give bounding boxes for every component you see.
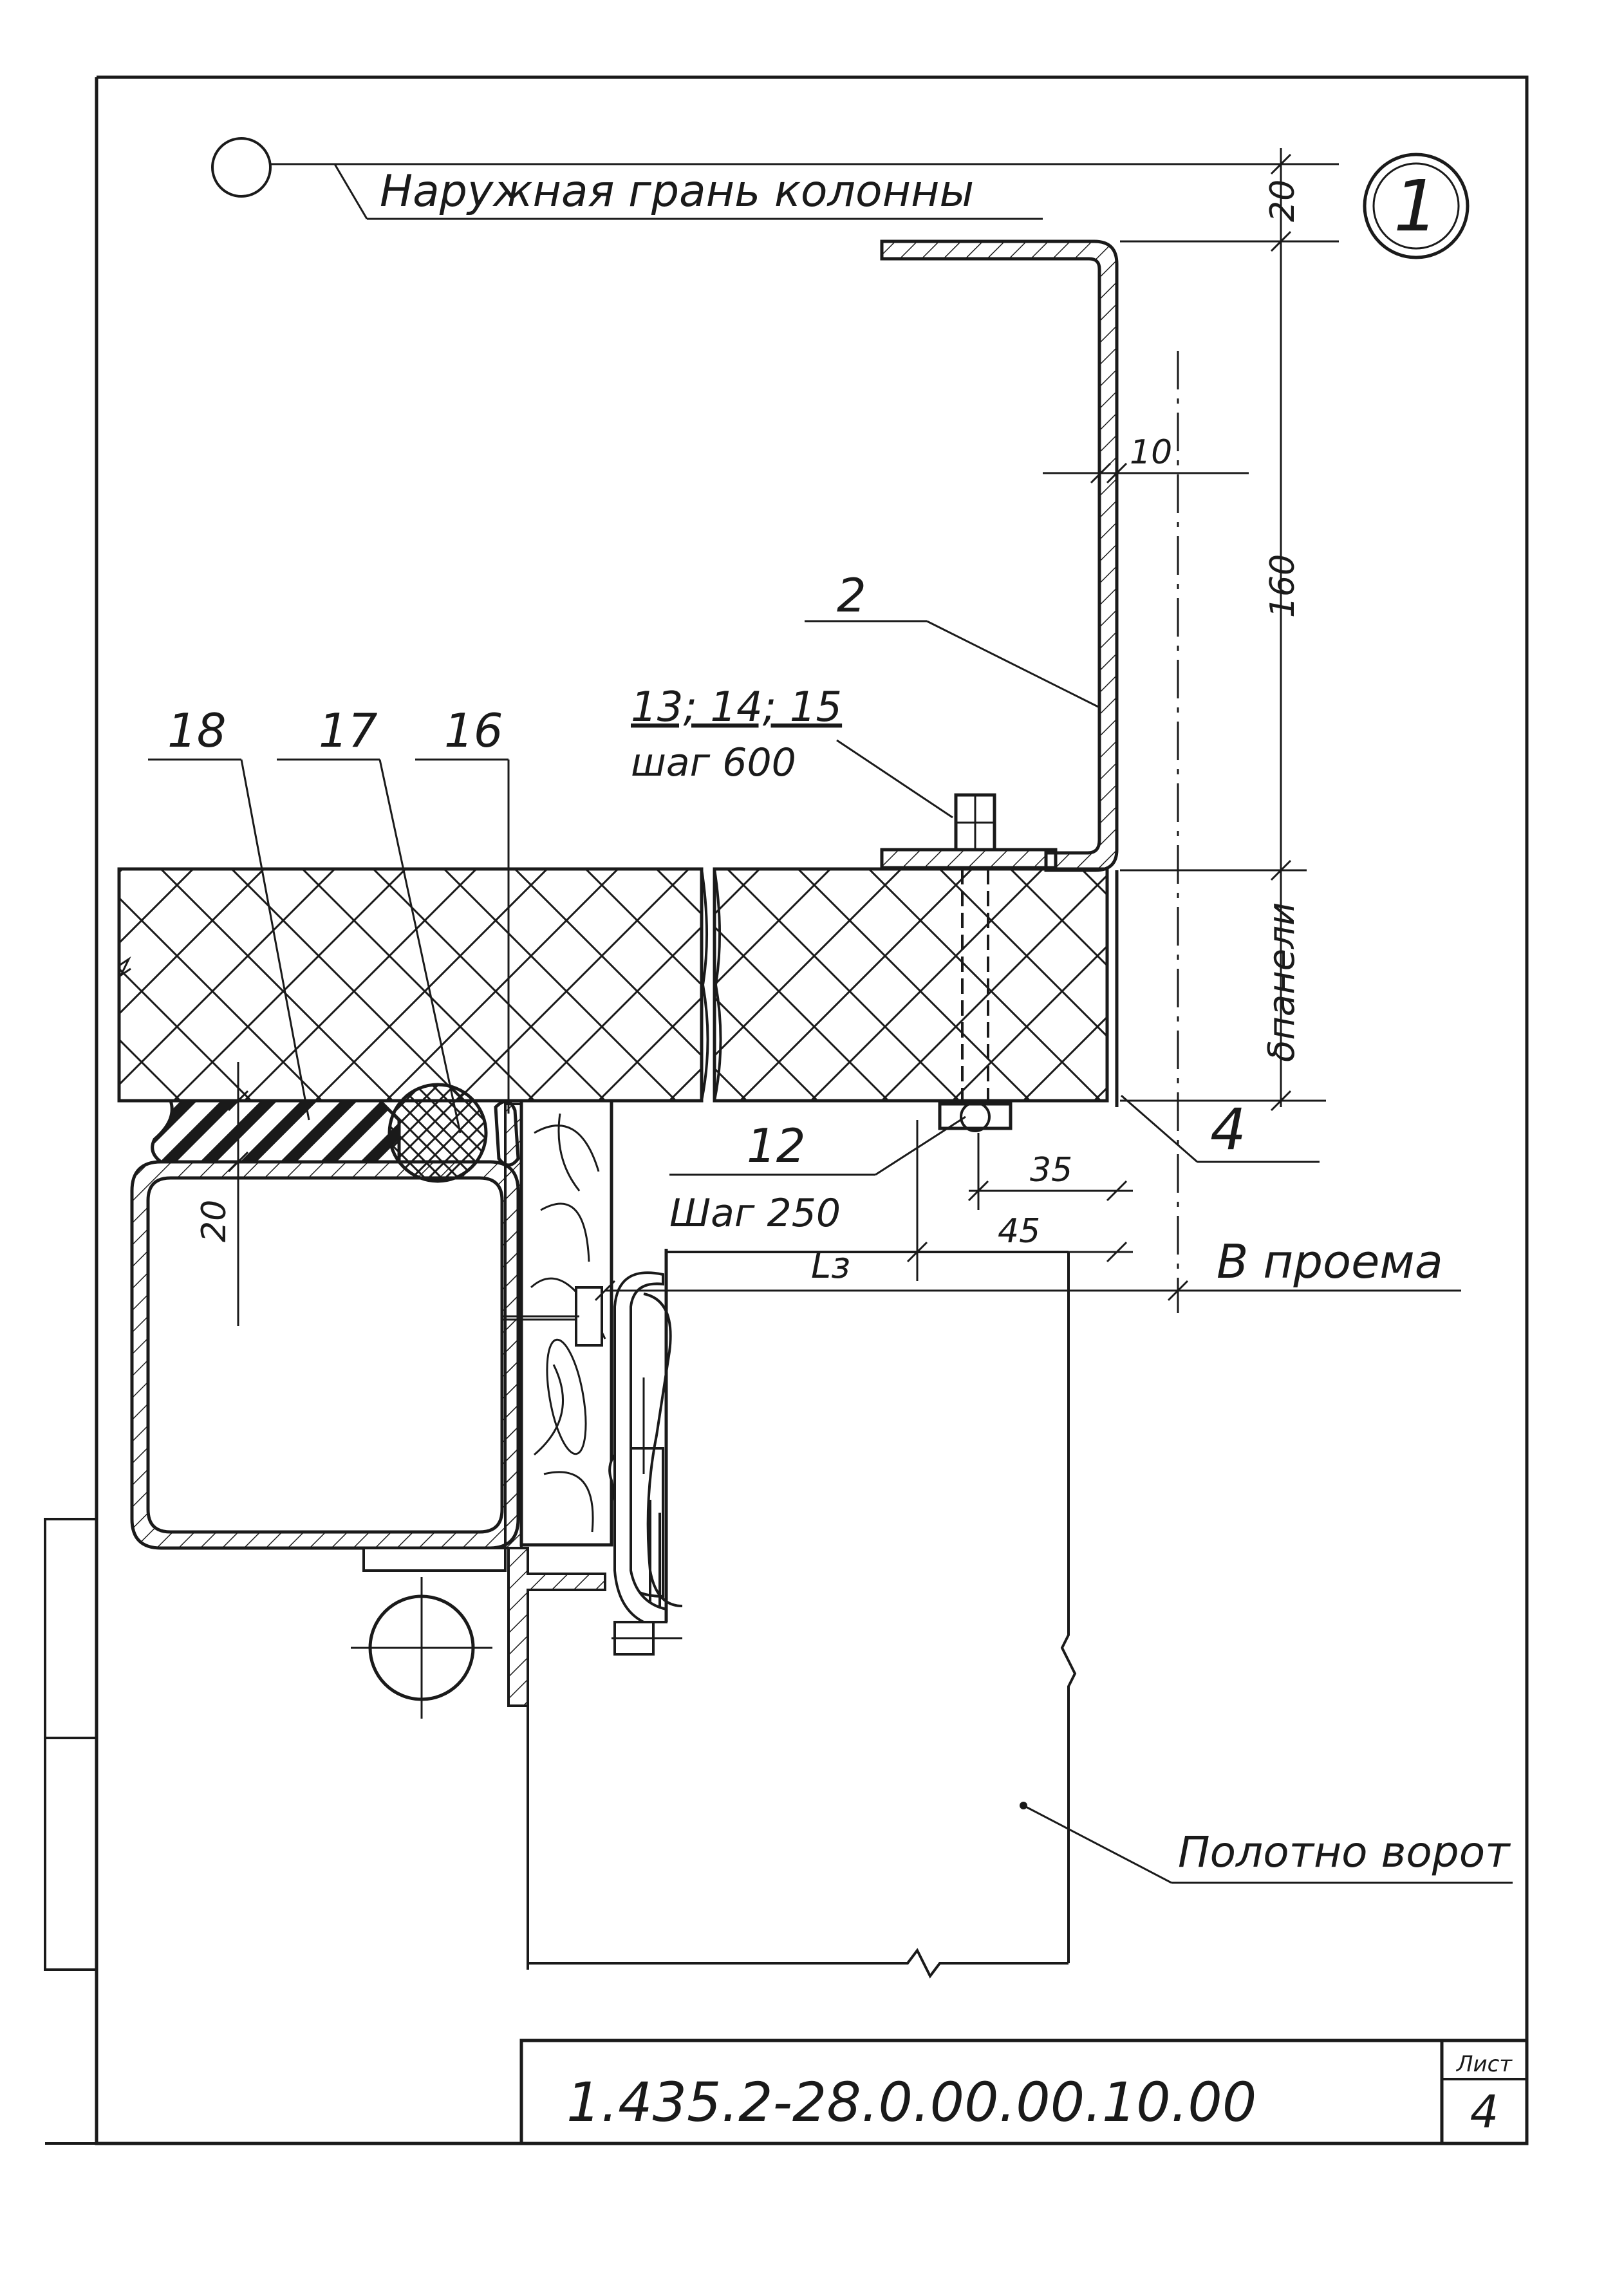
reference-circle — [211, 137, 272, 198]
bolt-assembly — [880, 793, 1058, 1132]
dim-160: 160 — [1264, 554, 1302, 618]
gate-frame-tube — [130, 1160, 520, 1550]
pos-2-leader: 2 — [805, 568, 1101, 709]
dim-35-45-group: 35 45 — [901, 1120, 1133, 1281]
dim-10-group: 10 — [1043, 433, 1249, 484]
rubber-seal — [151, 1099, 401, 1164]
frame-plate — [504, 1103, 523, 1549]
dim-20-top: 20 — [1264, 180, 1302, 222]
pos-13-pitch: шаг 600 — [631, 740, 796, 785]
column-face-leader: Наружная грань колонны — [270, 163, 1332, 220]
binding-strip — [44, 1518, 97, 1971]
gate-leaf-edge — [608, 1249, 683, 1656]
dim-20-left-group: 20 — [195, 1062, 249, 1326]
dim-10: 10 — [1130, 433, 1172, 472]
dim-20-left: 20 — [195, 1200, 234, 1242]
opening-dimension: Lз B проема — [594, 1235, 1461, 1313]
pos-16-leader: 16 — [415, 704, 510, 1114]
detail-callout-number: 1 — [1394, 165, 1439, 247]
dim-35: 35 — [1030, 1151, 1072, 1190]
gate-leaf: Полотно ворот — [527, 1251, 1513, 1979]
sheet-label: Лист — [1455, 2051, 1513, 2077]
opening-label: B проема — [1217, 1235, 1443, 1289]
wooden-block — [476, 1099, 613, 1547]
sheet-frame — [45, 75, 1529, 2145]
pos-18-leader: 18 — [148, 704, 310, 1121]
angle-bracket — [362, 1547, 606, 1707]
gate-leaf-label: Полотно ворот — [1178, 1827, 1511, 1877]
title-block: 1.435.2-28.0.00.00.10.00 Лист 4 — [519, 2039, 1527, 2143]
pos-4-label: 4 — [1210, 1096, 1246, 1162]
column-face-label: Наружная грань колонны — [380, 166, 974, 217]
pos-13-label: 13; 14; 15 — [631, 684, 842, 731]
pos-4-leader: 4 — [1121, 1094, 1320, 1163]
dim-45: 45 — [998, 1212, 1040, 1251]
pos-2-label: 2 — [837, 568, 866, 622]
dim-lz: Lз — [811, 1245, 850, 1287]
dim-panel-thickness: δпанели — [1261, 902, 1303, 1062]
pos-12-leader: 12 Шаг 250 — [669, 1116, 966, 1236]
pos-18-label: 18 — [167, 704, 227, 758]
roller — [351, 1577, 492, 1719]
sandwich-panel — [117, 867, 1109, 1103]
pos-17-leader: 17 — [277, 704, 462, 1134]
pos-12-pitch: Шаг 250 — [669, 1191, 841, 1236]
pos-16-label: 16 — [444, 704, 503, 758]
sheet-number: 4 — [1470, 2086, 1499, 2138]
detail-callout: 1 — [1363, 153, 1470, 259]
pos-13-leader: 13; 14; 15 шаг 600 — [631, 684, 953, 819]
vertical-dimension-chain: 20 160 δпанели — [1120, 148, 1339, 1112]
round-gasket — [387, 1083, 488, 1183]
pos-17-label: 17 — [319, 704, 378, 758]
sheet-code: 1.435.2-28.0.00.00.10.00 — [566, 2071, 1256, 2134]
pos-12-label: 12 — [747, 1119, 806, 1173]
